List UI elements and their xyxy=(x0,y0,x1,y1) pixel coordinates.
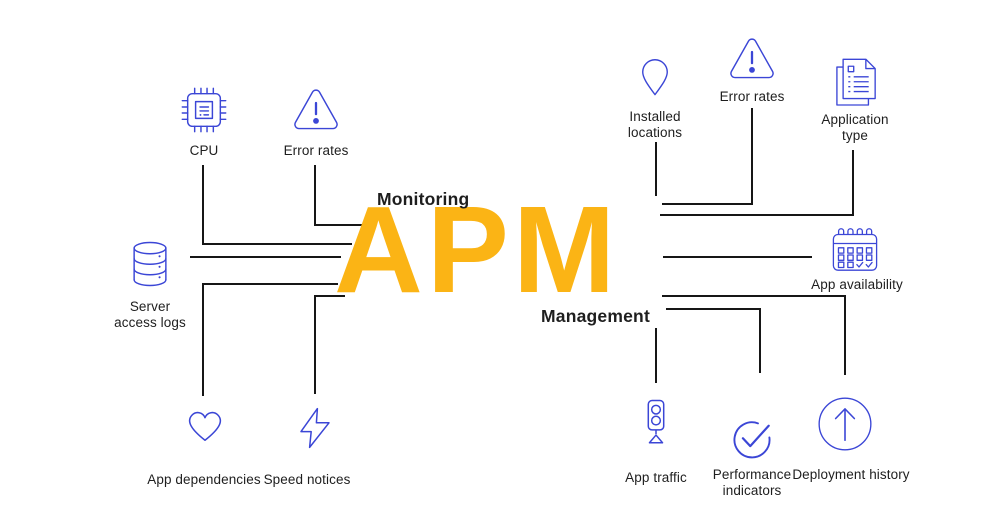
apm-title: APM xyxy=(334,182,620,319)
traffic-light-icon xyxy=(628,390,684,454)
circle-check-icon xyxy=(726,411,778,463)
node-label-error-rates-right: Error rates xyxy=(719,89,785,104)
cpu-chip-icon xyxy=(176,82,232,138)
map-pin-icon xyxy=(632,51,678,103)
node-label-performance-indicators: Performance indicators xyxy=(712,467,792,499)
node-label-app-traffic: App traffic xyxy=(625,470,687,485)
node-label-deployment-history: Deployment history xyxy=(792,467,910,482)
database-icon xyxy=(122,234,178,294)
heart-icon xyxy=(178,398,232,450)
node-label-speed-notices: Speed notices xyxy=(263,472,351,487)
node-label-installed-locations: Installed locations xyxy=(627,109,683,141)
warning-triangle-icon xyxy=(287,82,345,140)
lightning-bolt-icon xyxy=(291,400,339,456)
monitoring-label: Monitoring xyxy=(377,189,470,209)
calendar-check-icon xyxy=(823,219,887,283)
management-label: Management xyxy=(541,306,650,326)
node-label-app-availability: App availability xyxy=(811,277,903,292)
arrow-up-circle-icon xyxy=(812,391,878,457)
warning-triangle-icon xyxy=(723,31,781,89)
node-label-server-access-logs: Server access logs xyxy=(114,299,186,331)
node-label-app-dependencies: App dependencies xyxy=(147,472,261,487)
node-label-cpu: CPU xyxy=(189,143,219,158)
documents-icon xyxy=(824,51,886,113)
node-label-application-type: Application type xyxy=(821,112,889,144)
node-label-error-rates-left: Error rates xyxy=(283,143,349,158)
